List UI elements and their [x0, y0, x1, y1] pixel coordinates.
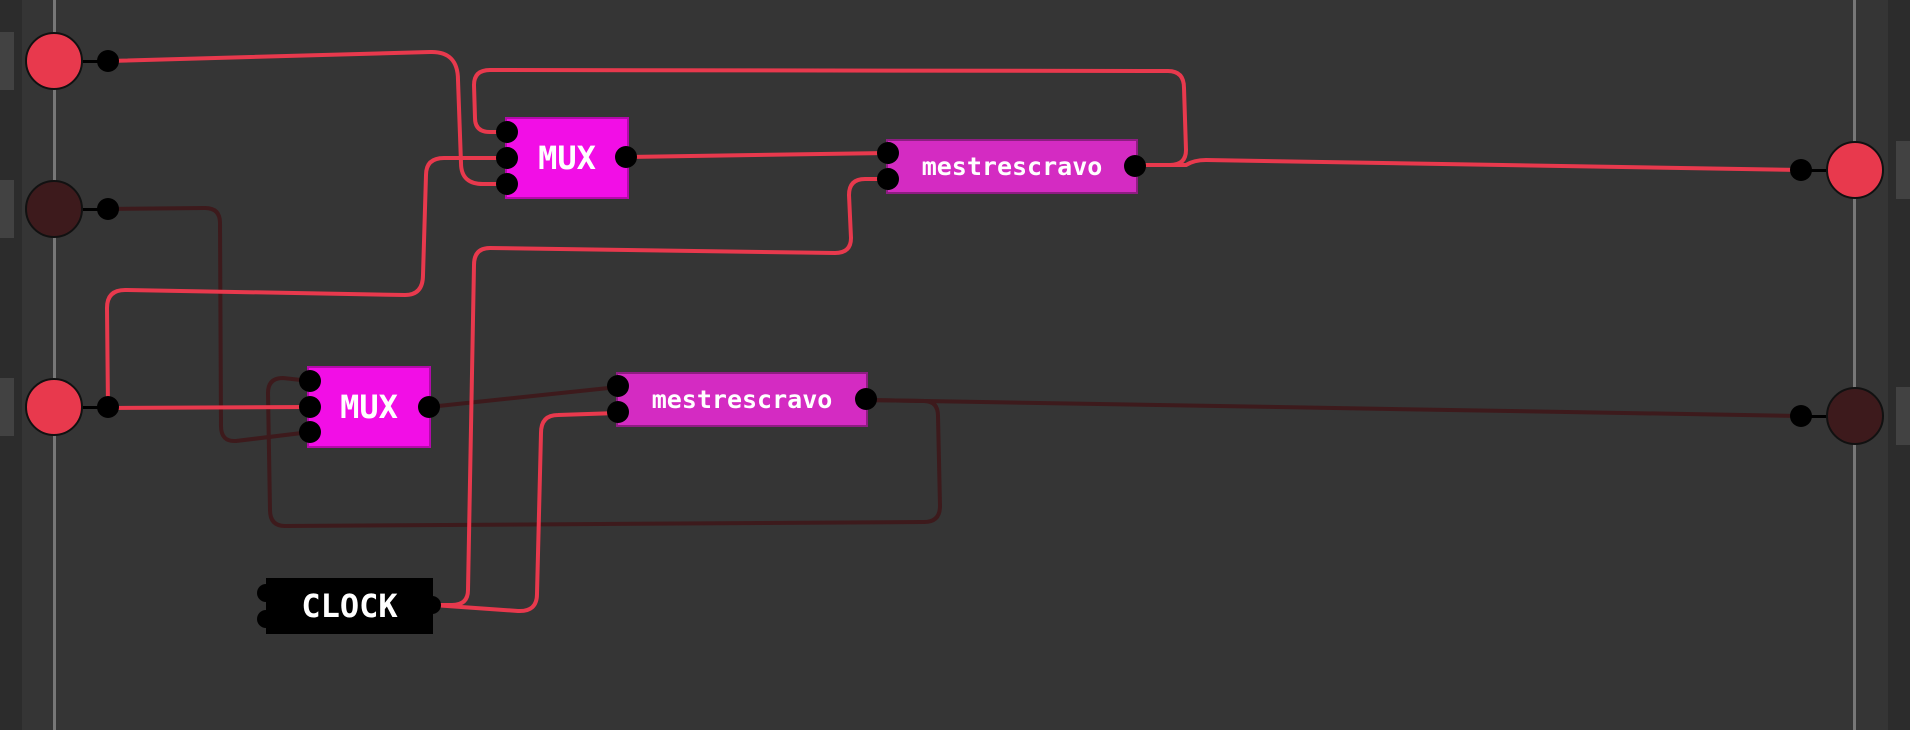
input-pin-3-terminal[interactable]	[97, 396, 119, 418]
wire-mux2-ms2[interactable]	[427, 385, 620, 409]
mestrescravo-top[interactable]: mestrescravo	[886, 139, 1138, 194]
input-handle-3[interactable]	[0, 378, 14, 436]
right-rail	[1853, 0, 1856, 730]
input-handle-2[interactable]	[0, 180, 14, 238]
wire-ms1-feedback[interactable]	[472, 68, 1188, 167]
clock-notch-2	[257, 610, 275, 628]
input-handle-1[interactable]	[0, 32, 14, 90]
mestrescravo-top-input-1[interactable]	[877, 142, 899, 164]
mux-top-input-3[interactable]	[496, 173, 518, 195]
output-pin-2[interactable]	[1826, 387, 1884, 445]
wire-input3-mux2[interactable]	[106, 405, 312, 410]
mux-bottom[interactable]: MUX	[307, 366, 431, 448]
mestrescravo-bottom-input-1[interactable]	[607, 375, 629, 397]
input-pin-1[interactable]	[25, 32, 83, 90]
output-pin-2-terminal[interactable]	[1790, 405, 1812, 427]
mux-bottom-label: MUX	[340, 388, 398, 426]
wire-input1-mux1[interactable]	[106, 49, 509, 187]
clock-label: CLOCK	[301, 587, 398, 625]
wire-ms1-output1[interactable]	[1132, 158, 1803, 172]
mux-top-label: MUX	[538, 139, 596, 177]
output-pin-1-terminal[interactable]	[1790, 159, 1812, 181]
left-rail	[53, 0, 56, 730]
wire-clock-ms1[interactable]	[431, 177, 890, 607]
mux-top-input-2[interactable]	[496, 147, 518, 169]
wire-mux1-ms1[interactable]	[623, 151, 890, 159]
clock[interactable]: CLOCK	[266, 578, 433, 634]
mux-top[interactable]: MUX	[505, 117, 629, 199]
mux-top-output[interactable]	[615, 146, 637, 168]
output-pin-1-stub	[1810, 169, 1830, 172]
wire-clock-ms2[interactable]	[431, 411, 620, 614]
mestrescravo-top-output[interactable]	[1124, 155, 1146, 177]
wire-ms2-output2[interactable]	[864, 398, 1803, 418]
clock-output[interactable]	[423, 596, 441, 614]
output-pin-2-stub	[1810, 415, 1830, 418]
input-pin-2-terminal[interactable]	[97, 198, 119, 220]
mestrescravo-bottom[interactable]: mestrescravo	[616, 372, 868, 427]
mestrescravo-top-input-2[interactable]	[877, 168, 899, 190]
mux-top-input-1[interactable]	[496, 121, 518, 143]
mux-bottom-output[interactable]	[418, 396, 440, 418]
output-handle-2[interactable]	[1896, 387, 1910, 445]
output-pin-1[interactable]	[1826, 141, 1884, 199]
input-pin-2[interactable]	[25, 180, 83, 238]
wire-input2-mux2[interactable]	[106, 206, 312, 444]
mux-bottom-input-1[interactable]	[299, 370, 321, 392]
clock-notch-1	[257, 584, 275, 602]
wire-input3-mux1[interactable]	[105, 156, 509, 410]
mux-bottom-input-3[interactable]	[299, 421, 321, 443]
input-pin-3[interactable]	[25, 378, 83, 436]
mestrescravo-bottom-input-2[interactable]	[607, 401, 629, 423]
mestrescravo-bottom-label: mestrescravo	[651, 385, 833, 414]
wire-ms2-feedback[interactable]	[266, 376, 942, 528]
output-handle-1[interactable]	[1896, 141, 1910, 199]
mestrescravo-top-label: mestrescravo	[921, 152, 1103, 181]
input-pin-1-terminal[interactable]	[97, 50, 119, 72]
input-pin-3-stub	[83, 406, 103, 409]
mestrescravo-bottom-output[interactable]	[855, 388, 877, 410]
input-pin-1-stub	[83, 60, 103, 63]
mux-bottom-input-2[interactable]	[299, 396, 321, 418]
input-pin-2-stub	[83, 208, 103, 211]
